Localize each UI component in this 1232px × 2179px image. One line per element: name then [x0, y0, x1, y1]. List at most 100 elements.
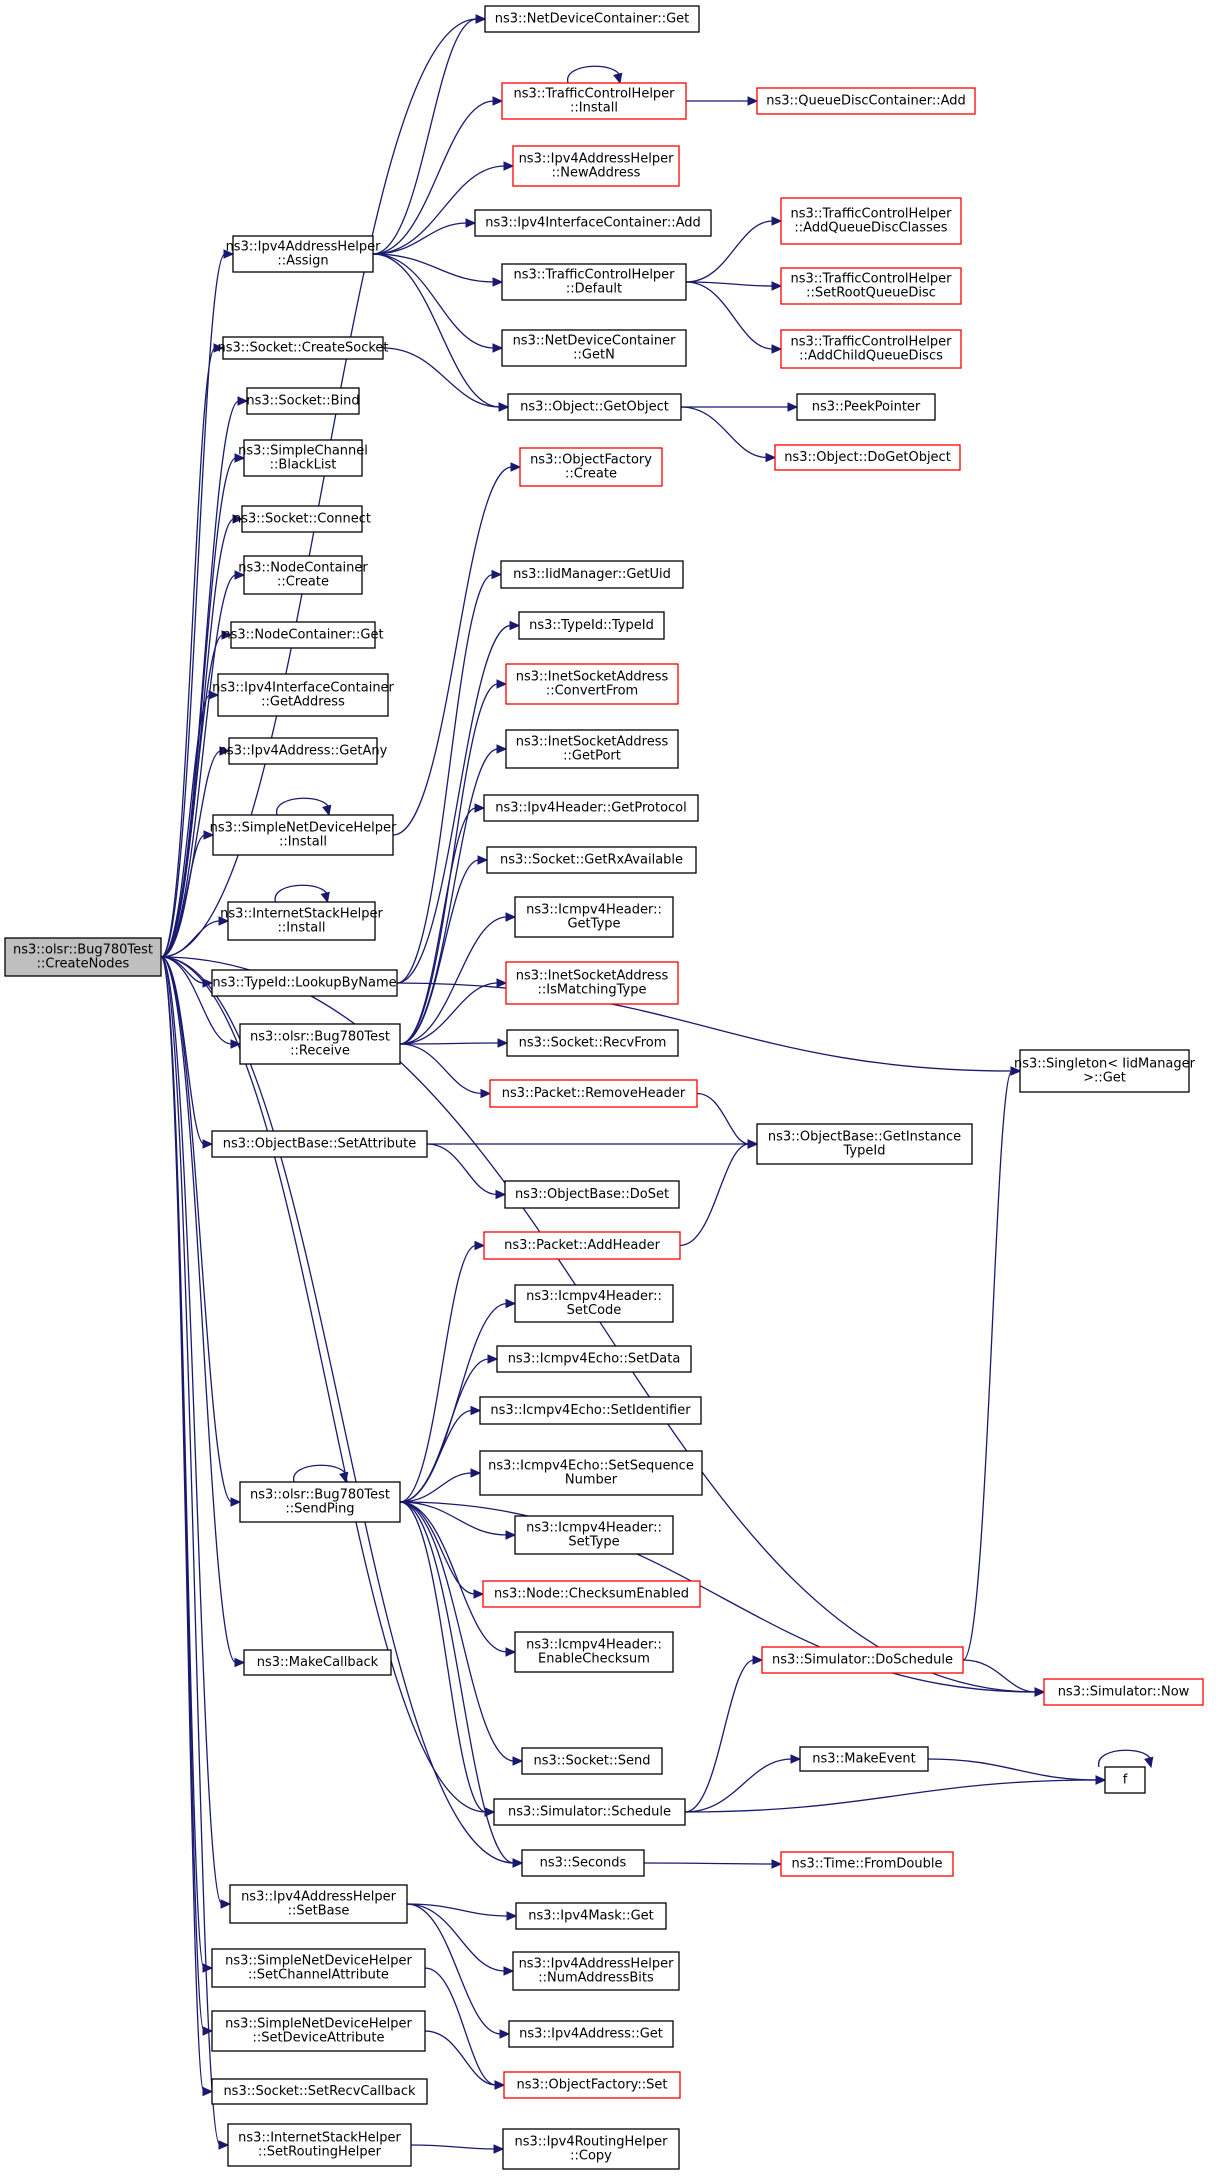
node-snd-install[interactable]: ns3::SimpleNetDeviceHelper::Install: [210, 814, 397, 856]
node-ipv4ah-numaddrbits[interactable]: ns3::Ipv4AddressHelper::NumAddressBits: [512, 1951, 680, 1991]
node-bug-receive[interactable]: ns3::olsr::Bug780Test::Receive: [239, 1023, 401, 1065]
node-label: ::GetN: [573, 348, 615, 363]
node-label: ::CreateNodes: [37, 957, 130, 972]
node-icmpv4echo-setid[interactable]: ns3::Icmpv4Echo::SetIdentifier: [479, 1396, 702, 1425]
node-simplechannel-bl[interactable]: ns3::SimpleChannel::BlackList: [238, 439, 368, 477]
node-ipv4routinghelper-copy[interactable]: ns3::Ipv4RoutingHelper::Copy: [502, 2128, 680, 2170]
edge-bug_receive-to-icmpv4header_gettype: [399, 912, 517, 1045]
node-tch-setroot[interactable]: ns3::TrafficControlHelper::SetRootQueueD…: [780, 267, 962, 305]
node-label: ns3::NetDeviceContainer: [513, 334, 677, 349]
node-bug-sendping[interactable]: ns3::olsr::Bug780Test::SendPing: [239, 1481, 401, 1523]
node-box: [486, 846, 697, 874]
node-ipv4mask-get[interactable]: ns3::Ipv4Mask::Get: [515, 1902, 667, 1930]
node-socket-setrecvcb[interactable]: ns3::Socket::SetRecvCallback: [211, 2078, 428, 2105]
node-label: ns3::Ipv4AddressHelper: [226, 240, 382, 255]
edge-bug_sendping-to-icmpv4echo_setid: [399, 1405, 482, 1503]
node-obj-getobject[interactable]: ns3::Object::GetObject: [507, 393, 682, 421]
node-qdc-add[interactable]: ns3::QueueDiscContainer::Add: [756, 87, 976, 115]
node-objbase-setattr[interactable]: ns3::ObjectBase::SetAttribute: [211, 1130, 428, 1158]
node-inetsa-ismatching[interactable]: ns3::InetSocketAddress::IsMatchingType: [505, 961, 679, 1005]
node-label: ns3::NodeContainer::Get: [222, 628, 383, 643]
node-ipv4ic-getaddr[interactable]: ns3::Ipv4InterfaceContainer::GetAddress: [212, 673, 395, 717]
node-box: [241, 505, 363, 533]
node-sim-doschedule[interactable]: ns3::Simulator::DoSchedule: [761, 1646, 964, 1674]
edge-ipv4ah_setbase-to-ipv4ah_numaddrbits: [406, 1903, 515, 1976]
node-label: ns3::Ipv4AddressHelper: [519, 152, 675, 167]
node-socket-create[interactable]: ns3::Socket::CreateSocket: [217, 336, 389, 360]
node-ipv4ah-assign[interactable]: ns3::Ipv4AddressHelper::Assign: [226, 235, 382, 273]
edge-snd_install-to-snd_install: [276, 797, 332, 817]
node-socket-bind[interactable]: ns3::Socket::Bind: [246, 387, 360, 415]
node-objbase-doset[interactable]: ns3::ObjectBase::DoSet: [504, 1180, 680, 1209]
node-ndc-get[interactable]: ns3::NetDeviceContainer::Get: [484, 5, 700, 33]
node-icmpv4header-gettype[interactable]: ns3::Icmpv4Header::GetType: [514, 896, 674, 938]
node-tch-addchild[interactable]: ns3::TrafficControlHelper::AddChildQueue…: [780, 329, 962, 369]
node-singleton-get[interactable]: ns3::Singleton< IidManager >::Get: [1014, 1049, 1196, 1093]
node-box: [756, 1123, 973, 1165]
node-ipv4addr-get[interactable]: ns3::Ipv4Address::Get: [508, 2020, 674, 2048]
node-obj-dogetobject[interactable]: ns3::Object::DoGetObject: [774, 444, 961, 471]
node-icmpv4header-settype[interactable]: ns3::Icmpv4Header::SetType: [514, 1515, 674, 1555]
node-typeid-typeid[interactable]: ns3::TypeId::TypeId: [518, 611, 665, 640]
edge-obj_getobject-to-obj_dogetobject: [680, 406, 777, 463]
node-ish-install[interactable]: ns3::InternetStackHelper::Install: [220, 901, 383, 941]
node-snd-setdeviceattr[interactable]: ns3::SimpleNetDeviceHelper::SetDeviceAtt…: [211, 2010, 426, 2052]
node-root[interactable]: ns3::olsr::Bug780Test::CreateNodes: [4, 937, 162, 977]
node-ipv4ic-add[interactable]: ns3::Ipv4InterfaceContainer::Add: [474, 209, 712, 237]
edge-tch_default-to-tch_addqdc: [685, 216, 783, 283]
node-ipv4ah-newaddr[interactable]: ns3::Ipv4AddressHelper::NewAddress: [512, 145, 680, 187]
node-socket-send[interactable]: ns3::Socket::Send: [521, 1747, 663, 1775]
node-inetsa-convert[interactable]: ns3::InetSocketAddress::ConvertFrom: [505, 663, 679, 705]
node-nodecontainer-create[interactable]: ns3::NodeContainer::Create: [238, 555, 368, 595]
node-ipv4addr-getany[interactable]: ns3::Ipv4Address::GetAny: [219, 737, 388, 765]
node-inetsa-getport[interactable]: ns3::InetSocketAddress::GetPort: [505, 729, 679, 769]
node-label: ::Create: [565, 467, 617, 482]
node-icmpv4header-setcode[interactable]: ns3::Icmpv4Header::SetCode: [514, 1284, 674, 1323]
node-time-fromdouble[interactable]: ns3::Time::FromDouble: [780, 1851, 954, 1877]
edge-sim_schedule-to-sim_doschedule: [684, 1655, 764, 1813]
node-sim-now[interactable]: ns3::Simulator::Now: [1043, 1678, 1204, 1706]
node-box: [243, 439, 363, 477]
node-nodecontainer-get[interactable]: ns3::NodeContainer::Get: [222, 621, 384, 649]
node-label: ns3::Seconds: [540, 1856, 627, 1871]
edge-root-to-seconds: [160, 956, 524, 1868]
node-packet-removeheader[interactable]: ns3::Packet::RemoveHeader: [489, 1079, 698, 1108]
node-label: ns3::Ipv4InterfaceContainer: [212, 681, 394, 696]
node-label: ::AddChildQueueDiscs: [799, 349, 943, 364]
node-makecallback[interactable]: ns3::MakeCallback: [243, 1649, 392, 1676]
node-ipv4header-getproto[interactable]: ns3::Ipv4Header::GetProtocol: [483, 794, 699, 822]
node-ipv4ah-setbase[interactable]: ns3::Ipv4AddressHelper::SetBase: [229, 1884, 408, 1924]
node-tch-default[interactable]: ns3::TrafficControlHelper::Default: [501, 263, 687, 301]
node-label: ns3::Socket::Connect: [233, 512, 371, 527]
node-f[interactable]: f: [1104, 1766, 1146, 1794]
node-packet-addheader[interactable]: ns3::Packet::AddHeader: [483, 1231, 681, 1260]
node-node-checksum[interactable]: ns3::Node::ChecksumEnabled: [482, 1580, 701, 1608]
node-ndc-getn[interactable]: ns3::NetDeviceContainer::GetN: [501, 329, 687, 367]
node-typeid-lookup[interactable]: ns3::TypeId::LookupByName: [211, 969, 398, 997]
edge-ipv4ah_assign-to-ndc_getn: [372, 253, 504, 353]
node-box: [484, 5, 700, 33]
node-icmpv4header-enablechk[interactable]: ns3::Icmpv4Header::EnableChecksum: [514, 1631, 674, 1673]
node-peekpointer[interactable]: ns3::PeekPointer: [796, 393, 936, 421]
node-sim-schedule[interactable]: ns3::Simulator::Schedule: [493, 1798, 686, 1826]
node-tch-addqdc[interactable]: ns3::TrafficControlHelper::AddQueueDiscC…: [780, 197, 962, 245]
node-socket-recvfrom[interactable]: ns3::Socket::RecvFrom: [506, 1029, 679, 1057]
node-label: ns3::TrafficControlHelper: [513, 87, 675, 102]
node-label: ns3::ObjectFactory: [530, 453, 652, 468]
node-socket-connect[interactable]: ns3::Socket::Connect: [233, 505, 371, 533]
node-snd-setchannelattr[interactable]: ns3::SimpleNetDeviceHelper::SetChannelAt…: [211, 1948, 426, 1988]
node-socket-getrx[interactable]: ns3::Socket::GetRxAvailable: [486, 846, 697, 874]
node-box: [756, 87, 976, 115]
node-icmpv4echo-setdata[interactable]: ns3::Icmpv4Echo::SetData: [496, 1345, 692, 1373]
node-ish-setrouting[interactable]: ns3::InternetStackHelper::SetRoutingHelp…: [227, 2123, 412, 2167]
node-box: [479, 1450, 703, 1496]
node-objfactory-set[interactable]: ns3::ObjectFactory::Set: [503, 2071, 681, 2099]
node-makeevent[interactable]: ns3::MakeEvent: [799, 1746, 929, 1772]
node-iidmanager-getuid[interactable]: ns3::IidManager::GetUid: [500, 560, 684, 589]
node-tch-install[interactable]: ns3::TrafficControlHelper::Install: [501, 82, 687, 120]
node-label: ::Default: [566, 282, 622, 297]
node-objfactory-create[interactable]: ns3::ObjectFactory::Create: [519, 447, 663, 487]
node-seconds[interactable]: ns3::Seconds: [521, 1849, 645, 1877]
